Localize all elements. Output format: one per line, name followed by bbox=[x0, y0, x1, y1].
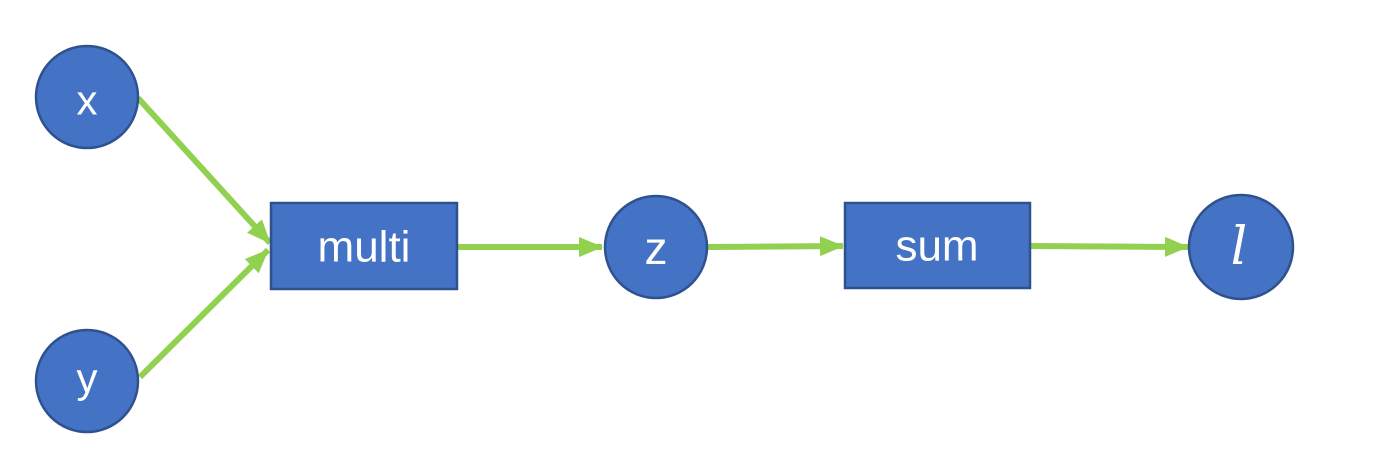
node-z-label: z bbox=[645, 222, 668, 274]
node-l-label: l bbox=[1231, 217, 1248, 277]
arrow-z-to-sum bbox=[707, 236, 844, 257]
node-x bbox=[34, 44, 140, 150]
node-sum bbox=[843, 201, 1032, 290]
node-multi-label: multi bbox=[318, 223, 411, 272]
node-x-label: x bbox=[77, 77, 98, 124]
arrow-x-to-multi bbox=[135, 95, 273, 246]
node-sum-label: sum bbox=[895, 222, 978, 271]
arrow-sum-to-l bbox=[1030, 236, 1189, 257]
arrow-y-to-multi bbox=[137, 247, 271, 380]
node-multi bbox=[269, 201, 459, 291]
node-y bbox=[34, 328, 140, 434]
node-l bbox=[1187, 193, 1295, 301]
node-y-label: y bbox=[77, 355, 98, 402]
node-z bbox=[603, 194, 709, 300]
